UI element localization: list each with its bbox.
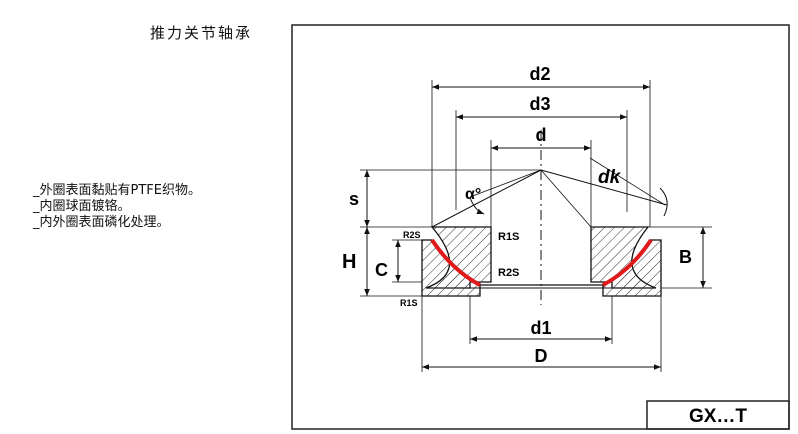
label-s: s: [349, 189, 359, 209]
ptfe-liner-right: [602, 238, 653, 287]
model-code: GX…T: [689, 406, 747, 427]
ptfe-liner-left: [430, 238, 481, 287]
label-r1s-inner: R1S: [498, 231, 519, 243]
label-r1s-bottom: R1S: [400, 298, 418, 308]
note-phosphated: _内外圈表面磷化处理。: [33, 215, 170, 230]
label-d: d: [536, 125, 547, 145]
drawing-frame: [291, 24, 790, 430]
feature-notes: _外圈表面黏贴有PTFE织物。 _内圈球面镀铬。 _内外圈表面磷化处理。: [33, 183, 201, 231]
label-dk: dk: [598, 167, 622, 188]
note-chrome-plated: _内圈球面镀铬。: [33, 199, 131, 214]
label-alpha: α°: [465, 186, 481, 203]
alpha-arc: [469, 196, 485, 215]
title-block: [646, 400, 790, 430]
label-D: D: [535, 346, 548, 366]
dim-dk-leader: [589, 157, 666, 206]
label-d3: d3: [529, 94, 550, 114]
label-r2s-inner: R2S: [498, 267, 519, 279]
label-C: C: [375, 260, 388, 280]
label-d1: d1: [530, 318, 551, 338]
label-B: B: [679, 247, 692, 267]
label-H: H: [342, 251, 356, 273]
label-r2s-top: R2S: [403, 230, 421, 240]
label-d2: d2: [529, 64, 550, 84]
note-ptfe-liner: _外圈表面黏贴有PTFE织物。: [33, 183, 201, 198]
product-title: 推力关节轴承: [150, 24, 253, 42]
